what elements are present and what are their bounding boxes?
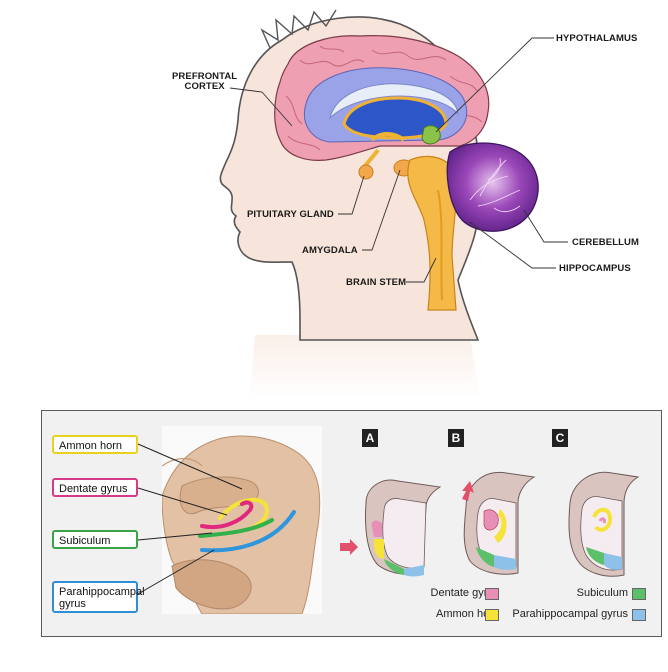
brain-illustration: PREFRONTAL CORTEX HYPOTHALAMUS PITUITARY… — [172, 9, 639, 400]
thalamus-arc — [370, 132, 406, 142]
label-brain-stem: BRAIN STEM — [346, 277, 407, 288]
legend-subiculum-swatch — [632, 588, 646, 600]
label-pituitary: PITUITARY GLAND — [247, 209, 334, 220]
gyri — [285, 45, 483, 151]
development-stages — [340, 471, 640, 577]
stage-a — [340, 479, 442, 577]
legend-subiculum-label: Subiculum — [576, 587, 628, 599]
tag-parahippocampal-gyrus: Parahippocampal gyrus — [52, 581, 145, 613]
leader-lines — [229, 37, 568, 283]
neck-fade — [250, 335, 480, 400]
legend-ammon-swatch — [485, 609, 499, 621]
stage-b — [462, 471, 536, 575]
label-amygdala: AMYGDALA — [302, 245, 358, 256]
label-hypothalamus: HYPOTHALAMUS — [556, 33, 638, 44]
tag-dentate-gyrus: Dentate gyrus — [52, 478, 138, 497]
legend-dentate-swatch — [485, 588, 499, 600]
specimen-photo — [162, 426, 322, 614]
label-cerebellum: CEREBELLUM — [572, 237, 639, 248]
hypothalamus-shape — [421, 125, 441, 145]
label-prefrontal-line2: CORTEX — [184, 81, 225, 92]
corpus-callosum — [329, 83, 459, 120]
arbor-vitae — [469, 157, 521, 213]
panel-letter-a: A — [362, 429, 378, 447]
panel-letter-c: C — [552, 429, 568, 447]
specimen-parahippocampal-trace — [200, 510, 296, 553]
specimen-subiculum-trace — [198, 518, 274, 538]
tag-ammon-horn: Ammon horn — [52, 435, 138, 454]
legend-parahippocampal-swatch — [632, 609, 646, 621]
pituitary-shape — [358, 164, 374, 180]
brain-head-svg — [219, 9, 568, 400]
stage-c — [568, 471, 640, 577]
tag-subiculum: Subiculum — [52, 530, 138, 549]
legend-dentate-label: Dentate gyrus — [430, 587, 499, 599]
cerebellum-shape — [446, 142, 539, 232]
legend-ammon-label: Ammon horn — [436, 608, 499, 620]
specimen-dentate-trace — [200, 500, 254, 529]
label-prefrontal: PREFRONTAL CORTEX — [172, 72, 237, 92]
label-hippocampus: HIPPOCAMPUS — [559, 263, 631, 274]
stage-a-arrow — [340, 539, 358, 555]
panel-letter-b: B — [448, 429, 464, 447]
hair — [260, 9, 337, 49]
hippocampus-panel: Ammon horn Dentate gyrus Subiculum Parah… — [41, 410, 662, 637]
stage-b-arrow — [462, 481, 474, 501]
legend-parahippocampal-label: Parahippocampal gyrus — [512, 608, 628, 620]
label-prefrontal-line1: PREFRONTAL — [172, 71, 238, 82]
tag-leaders — [137, 443, 243, 595]
